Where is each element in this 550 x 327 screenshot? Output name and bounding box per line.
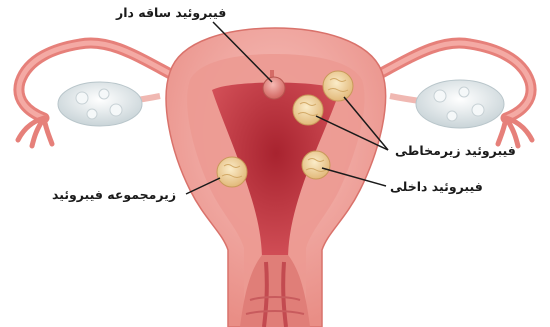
- label-subserosal-fibroid: زیرمجموعه فیبروئید: [52, 187, 176, 202]
- intramural-fibroid: [302, 151, 330, 179]
- label-intramural-fibroid: فیبروئید داخلی: [390, 179, 483, 194]
- left-ovary: [58, 82, 160, 126]
- subserosal-fibroid-top: [323, 71, 353, 101]
- subserosal-fibroid-side: [217, 157, 247, 187]
- submucosal-fibroid: [293, 95, 323, 125]
- right-ovary: [390, 80, 504, 128]
- label-submucosal-fibroid: فیبروئید زیرمخاطی: [395, 143, 516, 158]
- label-pedunculated-fibroid: فیبروئید ساقه دار: [116, 5, 226, 20]
